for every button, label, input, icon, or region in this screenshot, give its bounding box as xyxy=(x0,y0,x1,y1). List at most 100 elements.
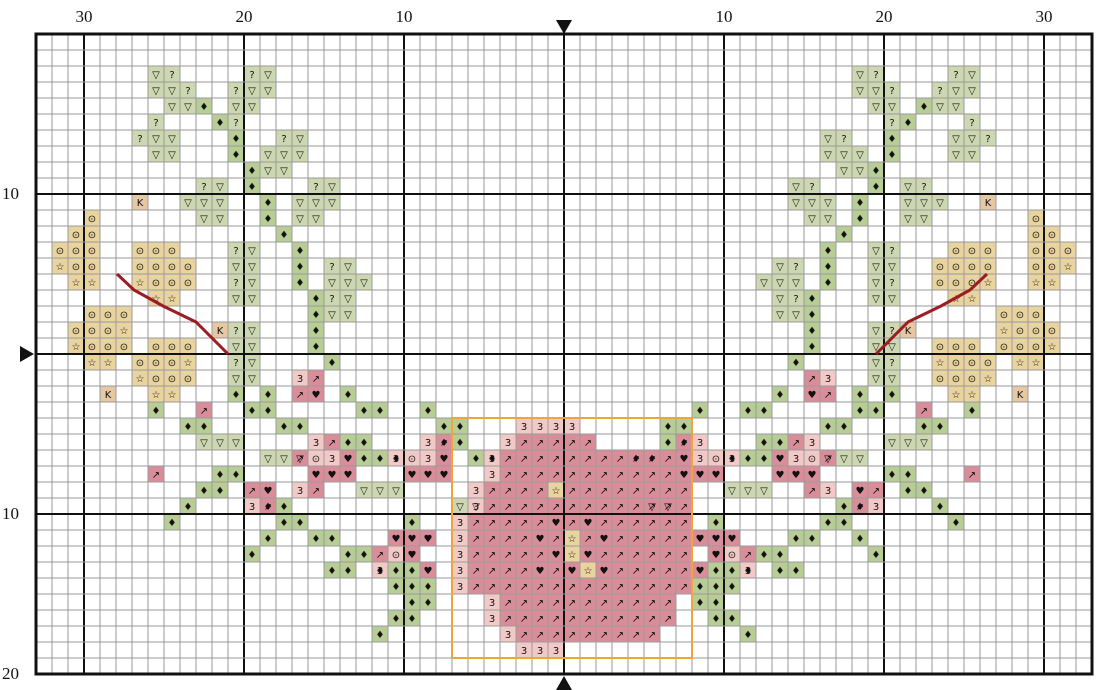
stitch-symbol: ▽ xyxy=(152,70,160,81)
stitch-symbol: 3 xyxy=(457,518,463,529)
stitch-symbol: ♦ xyxy=(392,614,401,625)
stitch-symbol: ⊙ xyxy=(88,326,96,337)
stitch-symbol: ↗ xyxy=(600,550,608,561)
stitch-symbol: ♦ xyxy=(216,118,225,129)
stitch-symbol: ♦ xyxy=(776,566,785,577)
stitch-symbol: ↗ xyxy=(616,598,624,609)
stitch-symbol: ♦ xyxy=(728,566,737,577)
stitch-symbol: ♦ xyxy=(824,278,833,289)
stitch-symbol: ↗ xyxy=(536,454,544,465)
stitch-symbol: ? xyxy=(969,118,974,129)
stitch-symbol: ♦ xyxy=(248,550,257,561)
stitch-symbol: ▽ xyxy=(264,150,272,161)
stitch-symbol: ↗ xyxy=(584,582,592,593)
stitch-symbol: ↗ xyxy=(664,486,672,497)
stitch-symbol: ↗ xyxy=(568,614,576,625)
left-label-20: 20 xyxy=(2,664,19,683)
stitch-symbol: ♦ xyxy=(376,454,385,465)
stitch-symbol: 3 xyxy=(809,438,815,449)
stitch-symbol: ♦ xyxy=(968,406,977,417)
stitch-symbol: ♦ xyxy=(776,438,785,449)
top-label-10-left: 10 xyxy=(396,7,413,26)
stitch-symbol: ☆ xyxy=(120,326,129,337)
stitch-symbol: ⊙ xyxy=(184,278,192,289)
stitch-symbol: ▽ xyxy=(328,198,336,209)
stitch-symbol: ⊙ xyxy=(152,262,160,273)
stitch-symbol: ↗ xyxy=(616,486,624,497)
stitch-symbol: ♦ xyxy=(248,166,257,177)
stitch-symbol: ♦ xyxy=(312,310,321,321)
stitch-symbol: ▽ xyxy=(872,358,880,369)
stitch-symbol: ☆ xyxy=(968,390,977,401)
stitch-symbol: ▽ xyxy=(296,150,304,161)
stitch-symbol: 3 xyxy=(697,438,703,449)
stitch-symbol: ▽ xyxy=(872,294,880,305)
stitch-symbol: ↗ xyxy=(328,438,336,449)
stitch-symbol: ♦ xyxy=(712,614,721,625)
stitch-symbol: ♦ xyxy=(296,518,305,529)
stitch-symbol: ↗ xyxy=(632,566,640,577)
stitch-symbol: ▽ xyxy=(952,150,960,161)
stitch-symbol: ☆ xyxy=(584,566,593,577)
stitch-symbol: ♦ xyxy=(872,406,881,417)
stitch-symbol: 3 xyxy=(297,486,303,497)
stitch-symbol: ⊙ xyxy=(1016,342,1024,353)
stitch-symbol: ↗ xyxy=(648,550,656,561)
stitch-symbol: ↗ xyxy=(664,534,672,545)
stitch-symbol: ↗ xyxy=(504,470,512,481)
stitch-symbol: ☆ xyxy=(184,358,193,369)
stitch-symbol: ▽ xyxy=(296,198,304,209)
stitch-symbol: ▽ xyxy=(792,182,800,193)
stitch-symbol: ▽ xyxy=(216,214,224,225)
stitch-symbol: ⊙ xyxy=(968,374,976,385)
stitch-symbol: ♦ xyxy=(232,470,241,481)
stitch-symbol: ↗ xyxy=(632,470,640,481)
stitch-symbol: ↗ xyxy=(600,486,608,497)
stitch-symbol: ▽ xyxy=(232,102,240,113)
stitch-symbol: ♦ xyxy=(264,214,273,225)
stitch-symbol: ♥ xyxy=(856,486,865,497)
stitch-symbol: ♦ xyxy=(344,566,353,577)
stitch-symbol: ▽ xyxy=(248,102,256,113)
stitch-symbol: ♦ xyxy=(360,438,369,449)
stitch-symbol: ▽ xyxy=(904,214,912,225)
stitch-symbol: ♦ xyxy=(312,534,321,545)
stitch-symbol: ♦ xyxy=(168,518,177,529)
stitch-symbol: ▽ xyxy=(888,342,896,353)
stitch-symbol: ♦ xyxy=(824,262,833,273)
stitch-symbol: ☆ xyxy=(168,390,177,401)
stitch-symbol: ♦ xyxy=(296,422,305,433)
stitch-symbol: ♥ xyxy=(792,470,801,481)
stitch-symbol: ▽ xyxy=(968,134,976,145)
stitch-symbol: ♥ xyxy=(680,470,689,481)
stitch-symbol: ♦ xyxy=(840,230,849,241)
stitch-symbol: ♦ xyxy=(856,198,865,209)
stitch-symbol: ↗ xyxy=(600,598,608,609)
stitch-symbol: ↗ xyxy=(680,566,688,577)
stitch-symbol: 3 xyxy=(745,566,751,577)
stitch-symbol: 3 xyxy=(473,502,479,513)
stitch-symbol: ♦ xyxy=(328,534,337,545)
top-label-20-right: 20 xyxy=(876,7,893,26)
stitch-symbol: ↗ xyxy=(600,454,608,465)
stitch-symbol: ⊙ xyxy=(1048,326,1056,337)
stitch-symbol: ♦ xyxy=(200,486,209,497)
stitch-symbol: ⊙ xyxy=(1032,342,1040,353)
stitch-symbol: ↗ xyxy=(312,374,320,385)
stitch-symbol: ▽ xyxy=(968,70,976,81)
stitch-symbol: ☆ xyxy=(1048,278,1057,289)
stitch-symbol: ▽ xyxy=(248,246,256,257)
stitch-symbol: ▽ xyxy=(280,150,288,161)
stitch-symbol: ♦ xyxy=(920,422,929,433)
stitch-symbol: ↗ xyxy=(552,534,560,545)
stitch-symbol: ▽ xyxy=(200,214,208,225)
stitch-symbol: ▽ xyxy=(168,86,176,97)
stitch-symbol: ♥ xyxy=(808,470,817,481)
stitch-symbol: ♦ xyxy=(184,502,193,513)
stitch-symbol: ↗ xyxy=(584,502,592,513)
stitch-symbol: ♦ xyxy=(952,518,961,529)
stitch-symbol: ↗ xyxy=(568,502,576,513)
stitch-symbol: ↗ xyxy=(616,582,624,593)
stitch-symbol: ↗ xyxy=(552,598,560,609)
stitch-symbol: ♦ xyxy=(824,422,833,433)
